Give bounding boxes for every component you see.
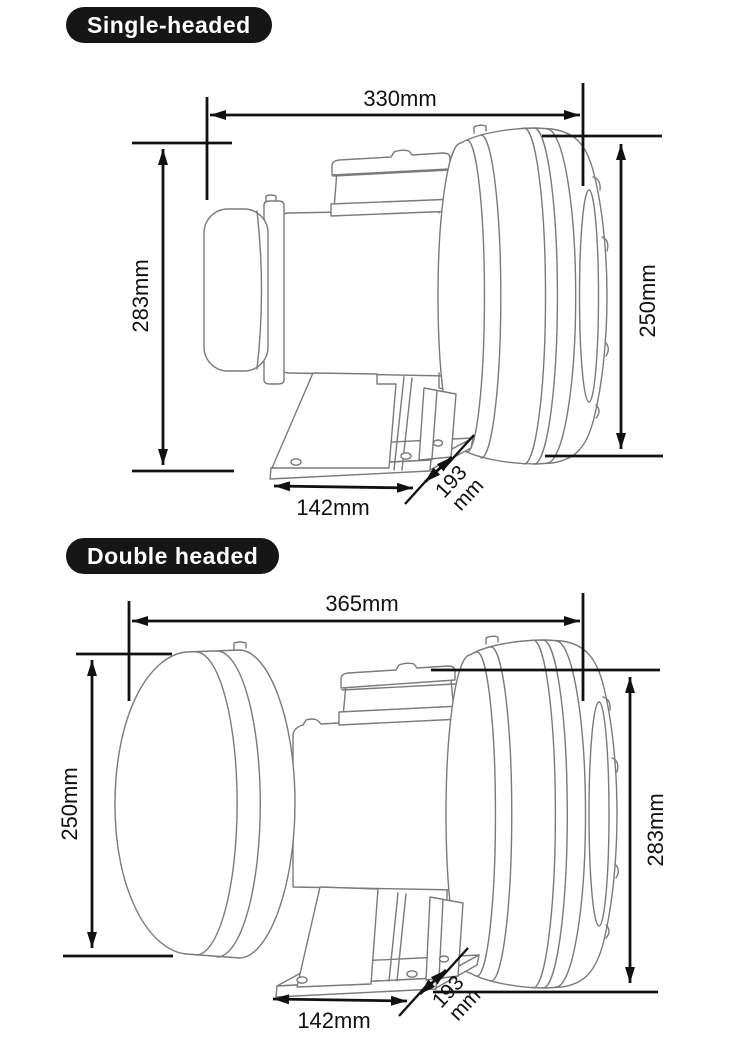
single-blower-artwork [203, 124, 609, 480]
double-blower-artwork [114, 635, 619, 998]
dim-label-left: 283mm [128, 259, 153, 332]
dim-label-bottom: 142mm [297, 1008, 370, 1033]
dim-label-left: 250mm [57, 767, 82, 840]
dim-label-right: 283mm [643, 793, 668, 866]
double-headed-diagram: 365mm 250mm 283mm 142mm 193 mm [57, 591, 668, 1033]
dim-label-right: 250mm [635, 264, 660, 337]
dim-label-top: 330mm [363, 86, 436, 111]
fan-housing [437, 127, 608, 465]
dim-label-bottom: 142mm [296, 495, 369, 520]
badge-double-headed: Double headed [66, 538, 280, 574]
single-headed-diagram: 330mm 283mm 250mm 142mm 193 mm [128, 83, 663, 520]
single-dimension-annotations: 330mm 283mm 250mm 142mm 193 mm [128, 83, 663, 520]
right-fan-housing [445, 639, 618, 989]
dim-label-top: 365mm [325, 591, 398, 616]
dim-line-bottom [272, 994, 408, 1006]
left-fan-housing [114, 649, 296, 959]
dim-line-diagonal [419, 968, 447, 996]
dim-line-bottom [273, 481, 414, 493]
badge-single-headed: Single-headed [66, 7, 272, 43]
